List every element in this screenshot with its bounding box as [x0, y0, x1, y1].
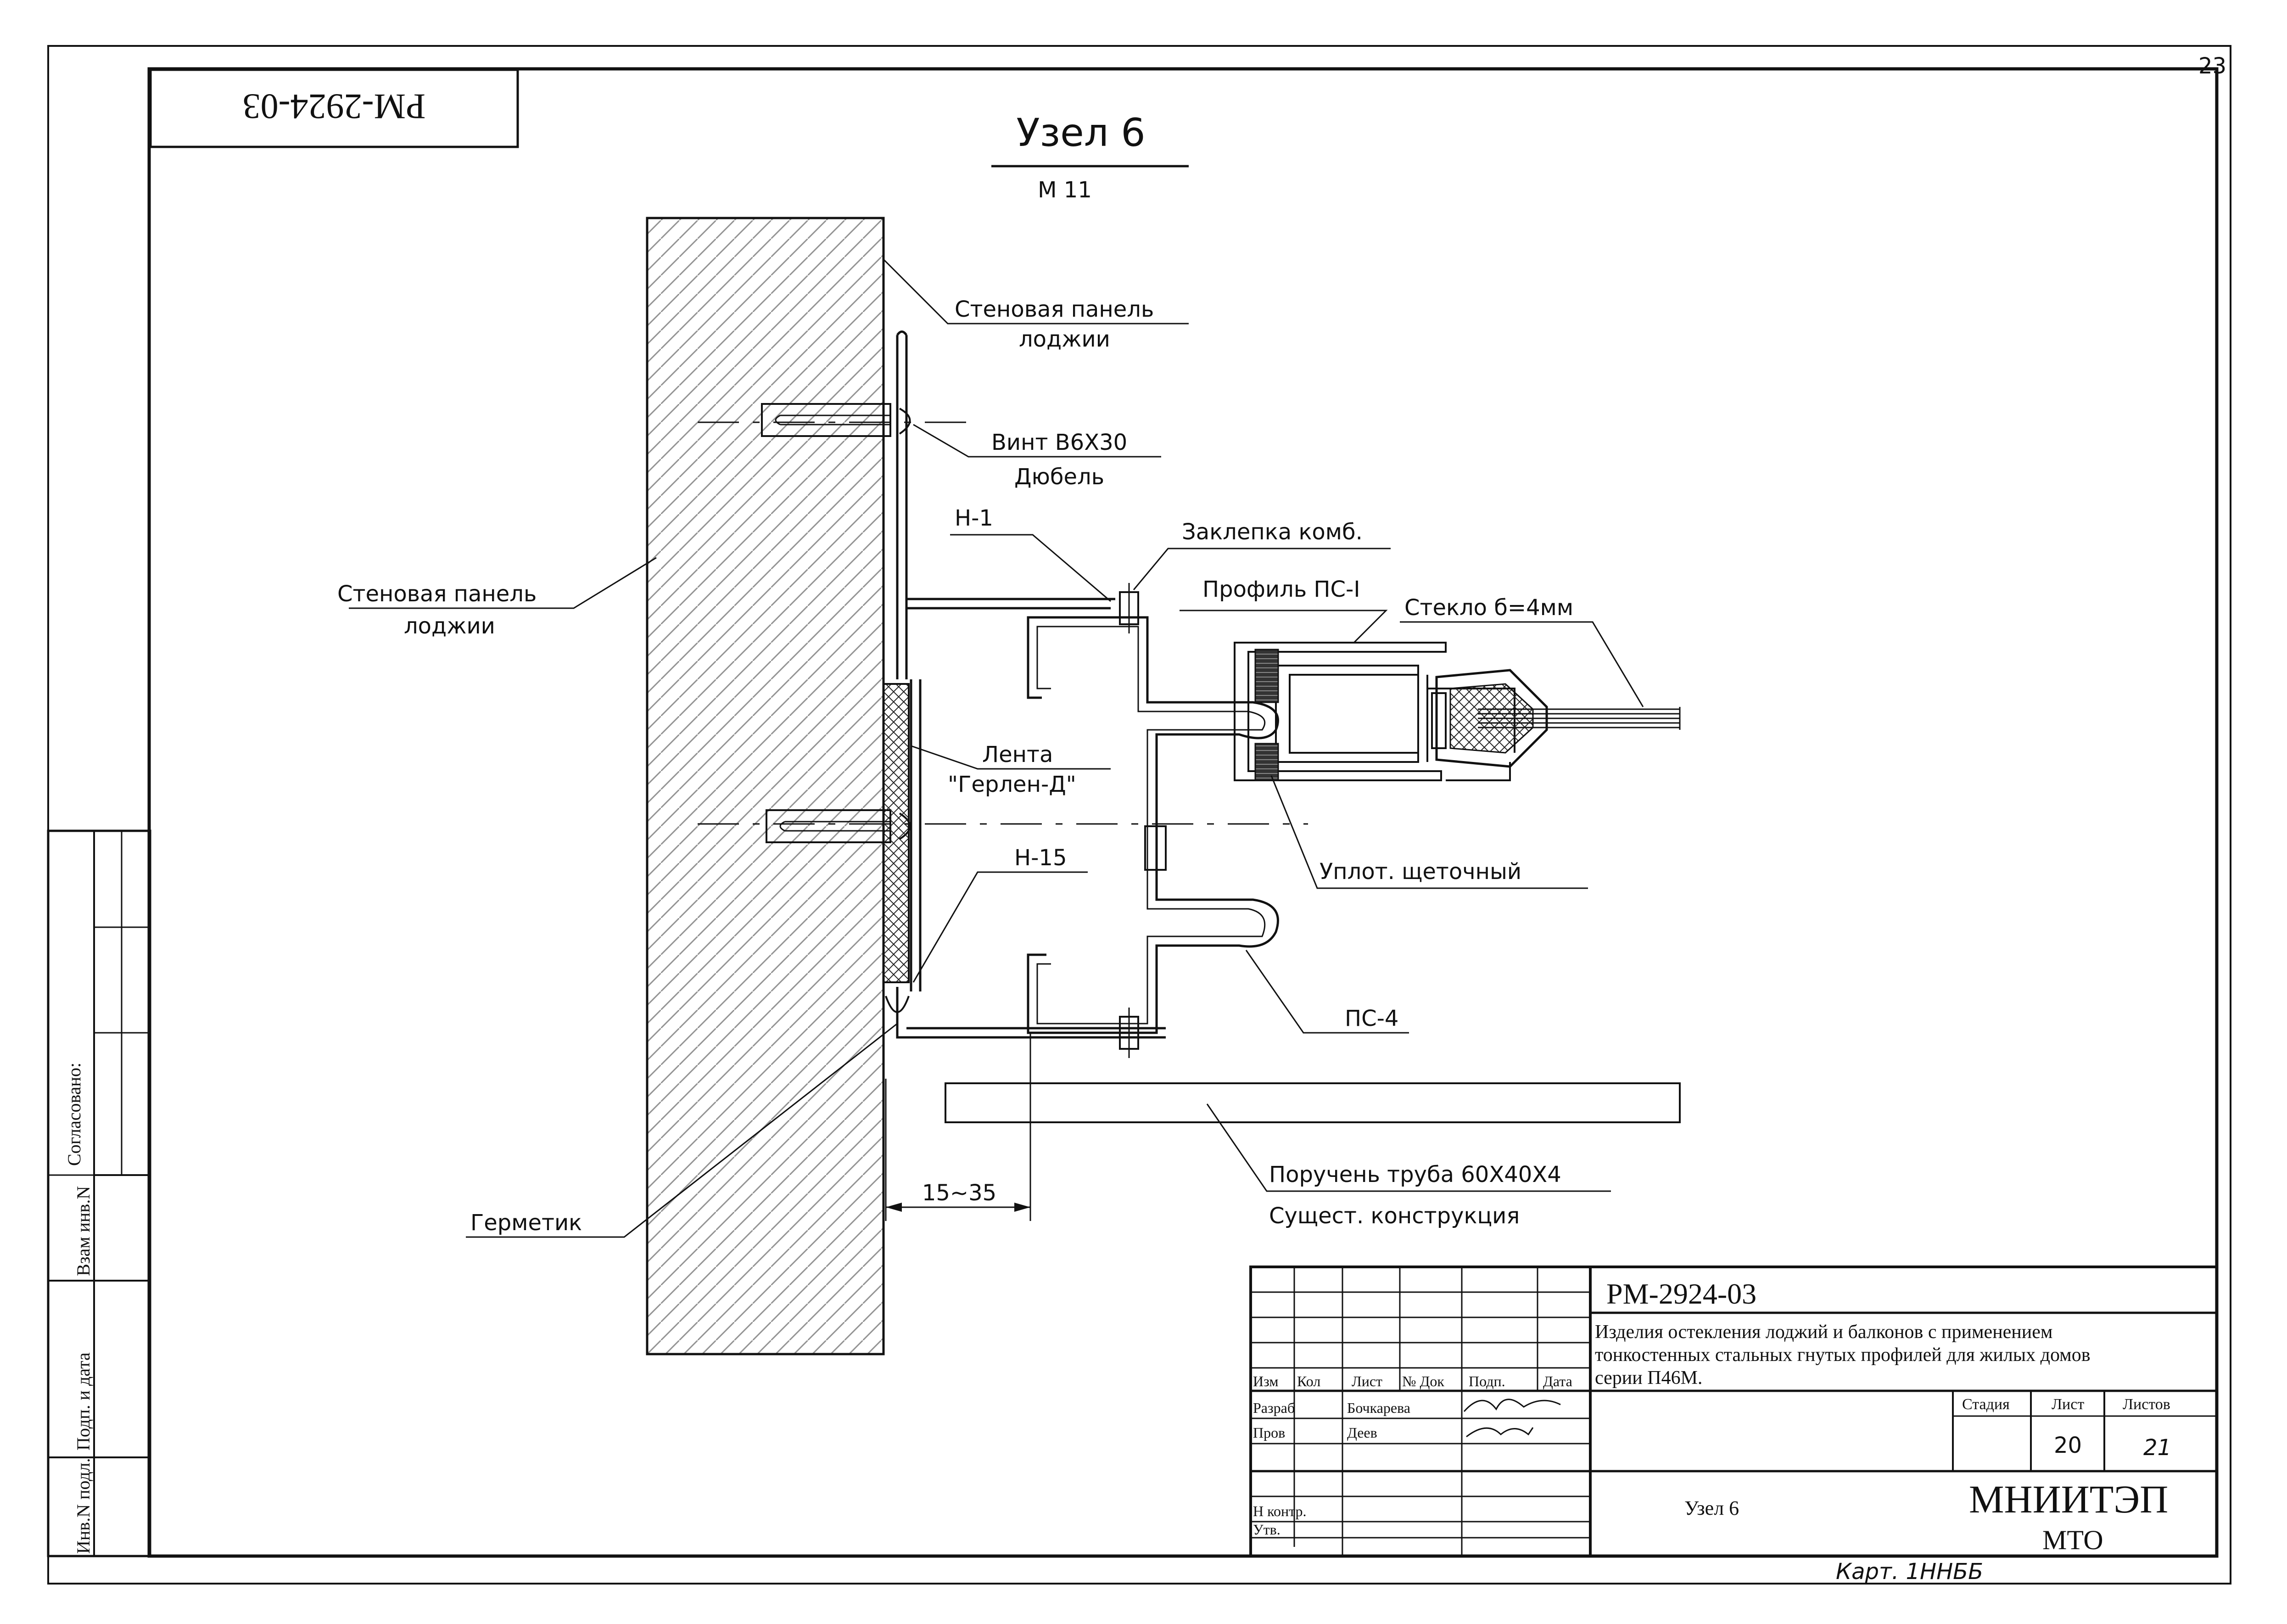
glass-clamp	[1435, 669, 1548, 768]
tb-role-prov: Пров	[1253, 1424, 1285, 1441]
profile-h1	[896, 330, 908, 679]
node-title: Узел 6	[1016, 110, 1145, 155]
label-h1: Н-1	[955, 505, 993, 531]
page-number: 23	[2198, 53, 2226, 79]
rotated-code-box	[149, 68, 519, 148]
tb-description-2: тонкостенных стальных гнутых профилей дл…	[1595, 1344, 2091, 1366]
profile-ps4-bottom	[1027, 826, 1279, 1034]
signature-razrab	[1463, 1399, 1561, 1412]
tb-sheet-header: Лист	[2052, 1396, 2084, 1413]
label-wall-panel-right-2: лоджии	[1019, 326, 1110, 352]
leader-h1	[950, 534, 1111, 602]
brush-seal-top	[1254, 649, 1279, 703]
label-sealant: Герметик	[470, 1210, 582, 1236]
leader-handrail	[1206, 1103, 1611, 1192]
side-replace-inv: Взам инв.N	[73, 1186, 94, 1276]
tb-name-prov: Деев	[1347, 1424, 1377, 1441]
tb-description-3: серии П46М.	[1595, 1367, 1702, 1389]
signature-prov	[1466, 1427, 1534, 1438]
leader-tape	[911, 745, 1111, 770]
tb-col-list: Лист	[1352, 1373, 1382, 1389]
label-wall-panel-left-1: Стеновая панель	[337, 581, 537, 607]
brush-seal-bottom	[1254, 743, 1279, 781]
label-screw: Винт В6Х30	[991, 430, 1127, 455]
wall-panel	[647, 218, 883, 1354]
clip-middle	[1144, 825, 1167, 871]
tb-role-nkontr: Н контр.	[1253, 1503, 1307, 1519]
leader-sealant	[466, 1023, 898, 1238]
label-dowel: Дюбель	[1014, 464, 1104, 490]
profile-h1-flange	[906, 598, 1115, 610]
leader-h15	[912, 871, 1088, 983]
profile-ps1-frame	[1275, 665, 1419, 763]
leader-glass	[1400, 621, 1644, 707]
tb-col-kol: Кол	[1297, 1373, 1320, 1389]
tb-name-razrab: Бочкарева	[1347, 1400, 1410, 1416]
profile-ps1	[1234, 642, 1447, 781]
tb-org-sub: МТО	[2042, 1525, 2103, 1555]
tb-sheets-value: 21	[2143, 1435, 2171, 1461]
gap-dimension-label: 15~35	[922, 1180, 996, 1206]
tb-col-podp: Подп.	[1469, 1373, 1505, 1389]
label-rivet: Заклепка комб.	[1182, 519, 1363, 545]
rivet-bottom	[1119, 1008, 1139, 1058]
tb-col-ndok: № Док	[1402, 1373, 1444, 1389]
label-existing: Сущест. конструкция	[1269, 1203, 1520, 1229]
tb-col-data: Дата	[1543, 1373, 1572, 1389]
glass-clamp-base	[1431, 692, 1447, 749]
profile-ps1-right	[1417, 675, 1515, 781]
profile-h15	[910, 679, 922, 991]
scale-label: М 11	[1038, 177, 1092, 203]
profile-ps4-top-inner	[1036, 626, 1266, 826]
tb-subject: Узел 6	[1684, 1497, 1739, 1519]
tb-col-izm: Изм	[1253, 1373, 1279, 1389]
tape-gerlen	[883, 683, 910, 983]
label-wall-panel-left-2: лоджии	[404, 613, 495, 639]
glass-pane	[1478, 707, 1681, 730]
side-sign-date: Подп. и дата	[73, 1352, 94, 1450]
label-h15: Н-15	[1014, 845, 1067, 871]
tb-description-1: Изделия остекления лоджий и балконов с п…	[1595, 1322, 2052, 1343]
label-handrail: Поручень труба 60Х40Х4	[1269, 1162, 1561, 1187]
label-brush-seal: Уплот. щеточный	[1320, 859, 1521, 885]
outer-frame	[47, 45, 2231, 1585]
label-ps4: ПС-4	[1345, 1006, 1398, 1031]
inner-frame	[147, 67, 2219, 1558]
dowel-top	[761, 403, 911, 437]
tb-code: РМ-2924-03	[1606, 1277, 1756, 1310]
title-block	[1249, 1266, 2218, 1557]
side-inv-orig: Инв.N подл.	[73, 1458, 94, 1554]
profile-h15-flange	[896, 987, 1166, 1039]
label-tape-2: "Герлен-Д"	[948, 772, 1076, 797]
rivet-top	[1119, 583, 1139, 633]
tb-role-utv: Утв.	[1253, 1521, 1280, 1538]
profile-ps4-bottom-inner	[1036, 826, 1266, 1025]
leader-profile-ps1	[1180, 610, 1388, 644]
label-wall-panel-right-1: Стеновая панель	[955, 297, 1154, 322]
tb-sheets-header: Листов	[2123, 1396, 2170, 1413]
tb-sheet-value: 20	[2054, 1433, 2082, 1458]
profile-ps4-top	[1027, 616, 1279, 826]
gap-dimension	[885, 1033, 1031, 1221]
label-profile-ps1: Профиль ПС-I	[1202, 577, 1360, 602]
leader-wall-panel-right	[883, 258, 1189, 325]
tb-handwritten-note: Карт. 1ННББ	[1836, 1559, 1983, 1585]
label-tape-1: Лента	[982, 742, 1053, 767]
label-glass: Стекло б=4мм	[1404, 595, 1573, 621]
tb-stage-header: Стадия	[1962, 1396, 2010, 1413]
leader-brush-seal	[1270, 775, 1588, 889]
side-agreed: Согласовано:	[64, 1063, 84, 1166]
tb-org: МНИИТЭП	[1969, 1477, 2168, 1521]
leader-screw	[913, 424, 1161, 458]
handrail	[945, 1082, 1681, 1123]
leader-ps4	[1245, 950, 1409, 1034]
tb-role-razrab: Разраб	[1253, 1400, 1295, 1416]
leader-rivet	[1133, 548, 1391, 590]
rotated-code: РМ-2924-03	[243, 87, 426, 127]
side-stamp	[47, 829, 151, 1557]
leader-wall-panel-left	[349, 557, 657, 609]
